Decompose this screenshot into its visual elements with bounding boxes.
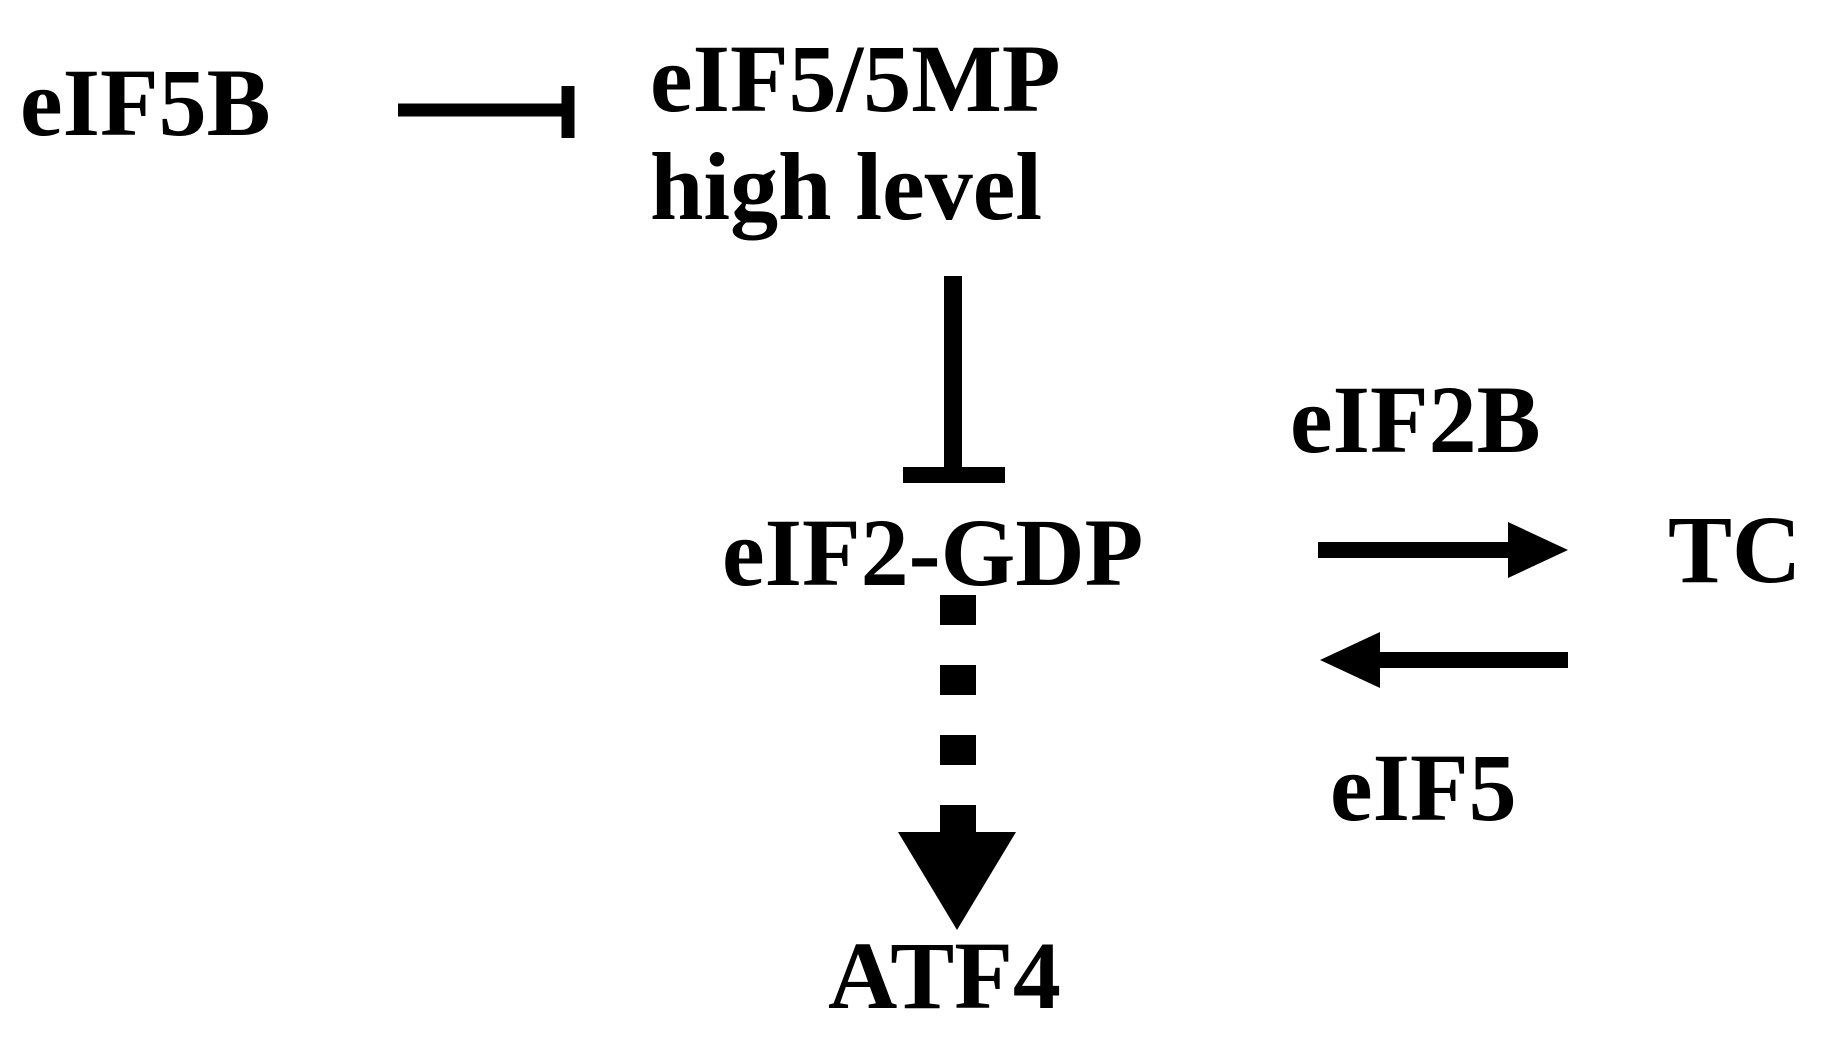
node-high-level-label: high level bbox=[650, 132, 1043, 240]
node-atf4: ATF4 bbox=[828, 922, 1061, 1029]
node-eif5-5mp-high-level: eIF5/5MP high level bbox=[650, 25, 1061, 240]
dash-segment bbox=[940, 735, 976, 765]
arrowhead bbox=[1508, 522, 1568, 578]
edge-label-eif2b: eIF2B bbox=[1290, 366, 1541, 473]
dash-segment bbox=[940, 805, 976, 835]
inhibition-edge-eif5b-to-eif5mp bbox=[398, 86, 575, 138]
dashed-activation-edge-eif2gdp-to-atf4 bbox=[898, 595, 1016, 930]
node-eif5b: eIF5B bbox=[20, 49, 271, 156]
dash-segment bbox=[940, 595, 976, 625]
dash-segment bbox=[940, 665, 976, 695]
arrowhead bbox=[1320, 632, 1380, 688]
edge-label-eif5: eIF5 bbox=[1330, 734, 1517, 841]
arrow-tc-to-eif2gdp bbox=[1320, 632, 1568, 688]
inhibition-edge-eif5mp-to-eif2gdp bbox=[903, 276, 1005, 483]
node-tc: TC bbox=[1668, 496, 1802, 603]
node-eif2-gdp: eIF2-GDP bbox=[722, 499, 1144, 606]
arrowhead bbox=[898, 832, 1016, 930]
arrow-eif2gdp-to-tc bbox=[1318, 522, 1568, 578]
node-eif5-5mp-label: eIF5/5MP bbox=[650, 25, 1061, 132]
